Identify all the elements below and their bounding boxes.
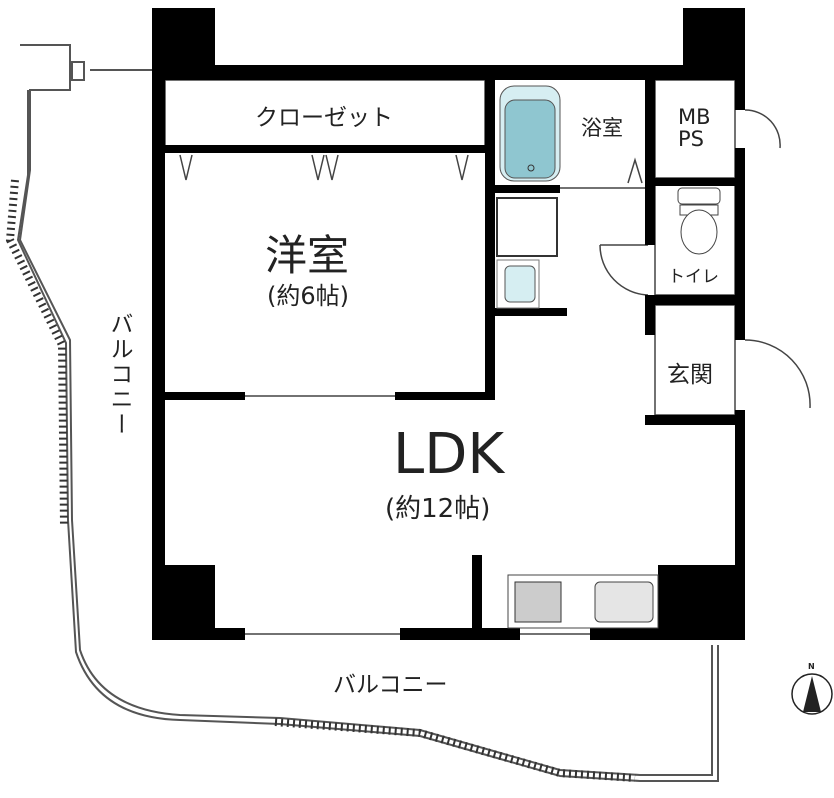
ldk-label: LDK	[393, 422, 505, 487]
mbps-label-line1: MB	[678, 105, 711, 129]
balcony-side-label: バルコニー	[106, 312, 132, 437]
kitchen-counter	[507, 574, 659, 629]
toilet-fixture	[677, 187, 721, 255]
north-compass-icon	[791, 673, 833, 715]
ldk-size: (約12帖)	[385, 494, 491, 524]
toilet-label: トイレ	[668, 267, 719, 287]
bathroom-label: 浴室	[581, 116, 623, 140]
entrance-label: 玄関	[667, 362, 713, 388]
compass-north-label: N	[808, 662, 815, 671]
balcony-outline	[16, 44, 719, 782]
western-room-label: 洋室	[265, 231, 350, 280]
balcony-bottom-label: バルコニー	[333, 672, 448, 698]
balcony-railing	[5, 179, 636, 782]
western-room-size: (約6帖)	[267, 282, 349, 310]
bathtub	[499, 85, 561, 182]
mbps-label-line2: PS	[678, 127, 704, 151]
walls	[152, 8, 745, 640]
washing-machine-pan	[496, 197, 558, 257]
washbasin	[496, 259, 540, 309]
closet-label: クローゼット	[255, 105, 393, 131]
